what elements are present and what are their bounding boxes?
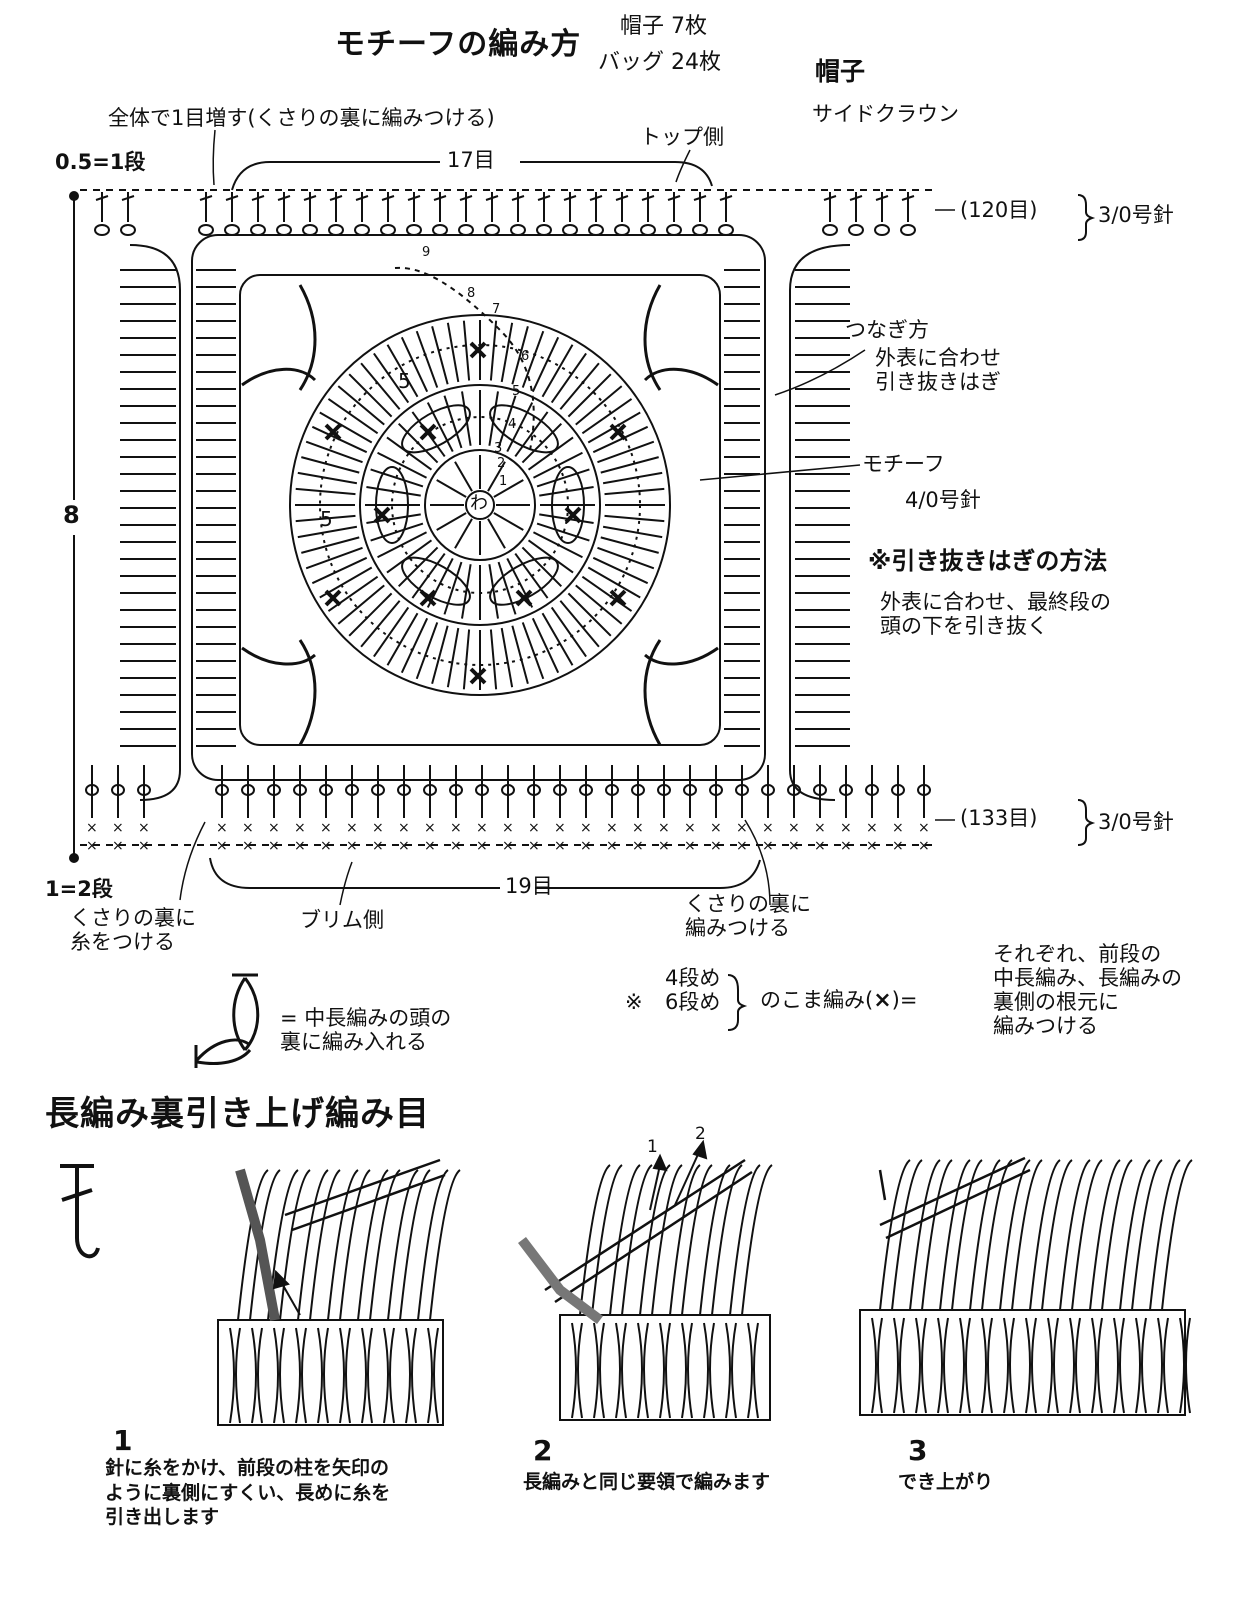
fabric-column [280,1328,284,1423]
fabric-column [638,1323,642,1418]
fabric-post [430,1170,460,1320]
fabric-column [748,1323,752,1418]
fabric-post [1012,1160,1042,1310]
fabric-post [742,1165,772,1315]
fabric-post [1132,1160,1162,1310]
arrow-label-1: 1 [647,1138,658,1158]
fabric-column [1186,1318,1190,1413]
fabric-column [434,1328,438,1423]
fabric-column [296,1328,300,1423]
fabric-base [560,1315,770,1420]
step-3-text: でき上がり [898,1470,993,1495]
step-1-text: 針に糸をかけ、前段の柱を矢印の ように裏側にすくい、長めに糸を 引き出します [105,1456,390,1530]
fabric-column [616,1323,620,1418]
fabric-column [944,1318,948,1413]
fabric-column [230,1328,234,1423]
fabric-column [340,1328,344,1423]
fabric-column [428,1328,432,1423]
fabric-column [412,1328,416,1423]
back-post-dc-symbol-icon [60,1166,98,1256]
fabric-post [922,1160,952,1310]
fabric-column [362,1328,366,1423]
fabric-post [652,1165,682,1315]
fabric-column [754,1323,758,1418]
fabric-column [1026,1318,1030,1413]
fabric-column [726,1323,730,1418]
fabric-column [600,1323,604,1418]
fabric-column [324,1328,328,1423]
fabric-post [952,1160,982,1310]
fabric-column [900,1318,904,1413]
fabric-post [400,1170,430,1320]
fabric-column [988,1318,992,1413]
fabric-column [390,1328,394,1423]
fabric-column [274,1328,278,1423]
fabric-column [572,1323,576,1418]
fabric-column [318,1328,322,1423]
fabric-column [1136,1318,1140,1413]
fabric-column [688,1323,692,1418]
step-1-number: 1 [113,1425,132,1457]
fabric-column [1070,1318,1074,1413]
fabric-column [302,1328,306,1423]
fabric-column [682,1323,686,1418]
fabric-column [1092,1318,1096,1413]
fabric-post [1162,1160,1192,1310]
fabric-column [1076,1318,1080,1413]
fabric-column [1004,1318,1008,1413]
arrow-label-2: 2 [695,1125,706,1145]
fabric-column [960,1318,964,1413]
fabric-column [982,1318,986,1413]
fabric-column [1010,1318,1014,1413]
fabric-column [1142,1318,1146,1413]
fabric-column [368,1328,372,1423]
fabric-column [966,1318,970,1413]
step-3-number: 3 [908,1435,927,1467]
fabric-column [384,1328,388,1423]
fabric-post [310,1170,340,1320]
fabric-column [258,1328,262,1423]
fabric-column [894,1318,898,1413]
fabric-column [872,1318,876,1413]
fabric-post [340,1170,370,1320]
fabric-column [1120,1318,1124,1413]
fabric-post [592,1165,622,1315]
fabric-post [1042,1160,1072,1310]
fabric-post [280,1170,310,1320]
fabric-column [732,1323,736,1418]
step-2-text: 長編みと同じ要領で編みます [523,1470,770,1495]
fabric-column [1098,1318,1102,1413]
fabric-column [578,1323,582,1418]
fabric-column [666,1323,670,1418]
fabric-column [1158,1318,1162,1413]
fabric-post [1102,1160,1132,1310]
fabric-column [406,1328,410,1423]
fabric-column [922,1318,926,1413]
step-2-number: 2 [533,1435,552,1467]
fabric-column [878,1318,882,1413]
fabric-column [236,1328,240,1423]
fabric-column [622,1323,626,1418]
fabric-column [660,1323,664,1418]
fabric-post [982,1160,1012,1310]
fabric-column [252,1328,256,1423]
fabric-column [1048,1318,1052,1413]
fabric-post [682,1165,712,1315]
fabric-column [594,1323,598,1418]
fabric-column [644,1323,648,1418]
fabric-post [892,1160,922,1310]
fabric-column [1180,1318,1184,1413]
fabric-column [346,1328,350,1423]
fabric-column [938,1318,942,1413]
fabric-column [710,1323,714,1418]
fabric-column [1032,1318,1036,1413]
fabric-column [1054,1318,1058,1413]
fabric-column [704,1323,708,1418]
fabric-column [1164,1318,1168,1413]
fabric-post [1072,1160,1102,1310]
fabric-column [1114,1318,1118,1413]
fabric-column [916,1318,920,1413]
